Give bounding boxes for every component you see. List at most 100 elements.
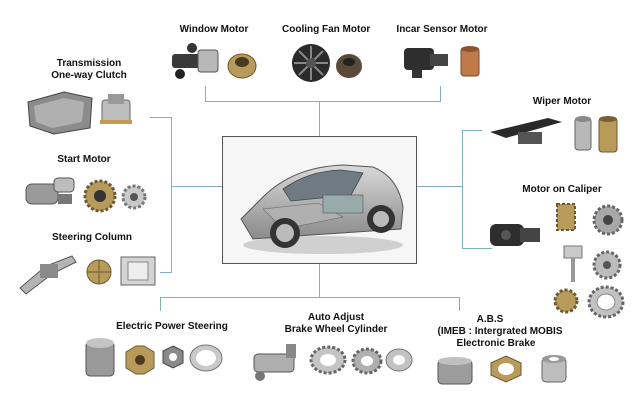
ring-icon [189, 344, 223, 372]
label-wiper-motor: Wiper Motor [532, 96, 592, 107]
motor-icon [490, 224, 540, 246]
start-motor-pinion-image [120, 182, 148, 212]
car-image [222, 136, 417, 264]
fan-icon [292, 44, 330, 82]
wheel-cylinder-image [250, 340, 306, 384]
connector-bottom-center [319, 264, 320, 297]
label-one-way-clutch: One-way Clutch [51, 70, 127, 81]
ring-icon [587, 285, 625, 319]
transmission-image [24, 86, 96, 138]
bushing-icon [100, 94, 132, 124]
connector-left-top-tick [150, 117, 172, 118]
cylinder-ring-image [384, 346, 414, 374]
gear-icon [592, 204, 624, 236]
label-incar-sensor-motor: Incar Sensor Motor [396, 24, 488, 35]
bushing-icon [598, 116, 618, 153]
abs-nut-image [488, 354, 524, 384]
connector-left-vertical [171, 117, 172, 272]
label-auto-adjust: Auto Adjust [307, 312, 365, 323]
connector-top-center [319, 101, 320, 136]
label-steering-column: Steering Column [51, 232, 132, 243]
connector-left-bottom-tick [160, 272, 172, 273]
window-motor-bushing-image [226, 50, 258, 80]
gear-icon [553, 288, 579, 314]
gear-icon [125, 345, 155, 375]
connector-top-bar [205, 101, 441, 102]
label-cooling-fan-motor: Cooling Fan Motor [282, 24, 371, 35]
label-abs: A.B.S [476, 314, 504, 325]
abs-motor-image [434, 352, 478, 388]
cooling-fan-image [290, 42, 332, 84]
gear-icon [83, 179, 117, 213]
eps-coupling-image [122, 342, 158, 376]
wiper-motor-image [488, 112, 564, 148]
incar-sensor-bushing-image [458, 44, 482, 78]
nut-icon [490, 355, 522, 383]
label-window-motor: Window Motor [179, 24, 249, 35]
steering-column-icon [19, 255, 77, 295]
caliper-gear-1-image [552, 200, 580, 234]
connector-top-right-drop [440, 86, 441, 101]
bushing-icon [460, 46, 480, 77]
ring-icon [385, 348, 413, 372]
label-electric-power-steering: Electric Power Steering [116, 321, 228, 332]
bushing-icon [574, 116, 592, 151]
incar-sensor-image [402, 42, 452, 82]
steering-column-image [16, 248, 82, 296]
bushing-icon [336, 54, 362, 78]
connector-bottom-left-drop [160, 297, 161, 311]
steering-fan-gear-image [84, 256, 114, 288]
label-transmission: Transmission [56, 58, 122, 69]
motor-icon [25, 177, 75, 205]
connector-right-center [417, 186, 463, 187]
motor-icon [404, 48, 448, 78]
connector-right-bottom-tick [462, 248, 492, 249]
eps-ring-image [188, 342, 224, 374]
connector-left-center [171, 186, 222, 187]
car-cutaway-icon [240, 164, 404, 254]
abs-bushing-image [538, 352, 570, 386]
label-imeb: (IMEB : Intergrated MOBIS [437, 326, 563, 337]
cylinder-gear-2-image [350, 346, 384, 376]
shaft-icon [563, 245, 583, 282]
caliper-ring-image [586, 284, 626, 320]
window-motor-image [168, 40, 226, 82]
gear-icon [86, 259, 112, 285]
caliper-shaft-image [560, 244, 586, 284]
label-electronic-brake: Electronic Brake [456, 338, 536, 349]
label-motor-on-caliper: Motor on Caliper [522, 184, 602, 195]
gear-icon [556, 203, 576, 231]
gear-icon [309, 345, 347, 375]
wiper-arm-icon [490, 118, 562, 144]
motor-icon [172, 43, 219, 79]
label-start-motor: Start Motor [57, 154, 111, 165]
start-motor-image [24, 172, 78, 214]
eps-nut-image [160, 344, 186, 370]
cooling-fan-bushing-image [334, 50, 364, 80]
connector-top-left-drop [205, 86, 206, 101]
transmission-icon [27, 91, 93, 135]
wiper-bushing-1-image [572, 114, 594, 154]
motor-icon [85, 338, 115, 377]
connector-bottom-right-drop [459, 297, 460, 311]
caliper-gear-3-image [590, 248, 624, 282]
bracket-icon [120, 256, 156, 286]
gear-icon [121, 184, 147, 210]
start-motor-gear-image [82, 176, 118, 214]
bushing-icon [227, 53, 257, 79]
motor-icon [437, 357, 473, 385]
nut-icon [162, 345, 184, 369]
wiper-bushing-2-image [596, 114, 620, 156]
caliper-gear-2-image [590, 202, 626, 238]
bushing-icon [541, 355, 567, 383]
steering-bracket-image [118, 254, 158, 288]
cylinder-icon [253, 344, 296, 381]
cylinder-gear-1-image [308, 344, 348, 376]
caliper-gear-4-image [552, 286, 580, 316]
connector-right-vertical [462, 130, 463, 248]
clutch-image [98, 92, 134, 128]
gear-icon [592, 250, 622, 280]
caliper-motor-image [488, 214, 544, 254]
eps-motor-image [80, 334, 120, 380]
label-brake-wheel-cylinder: Brake Wheel Cylinder [284, 324, 388, 335]
